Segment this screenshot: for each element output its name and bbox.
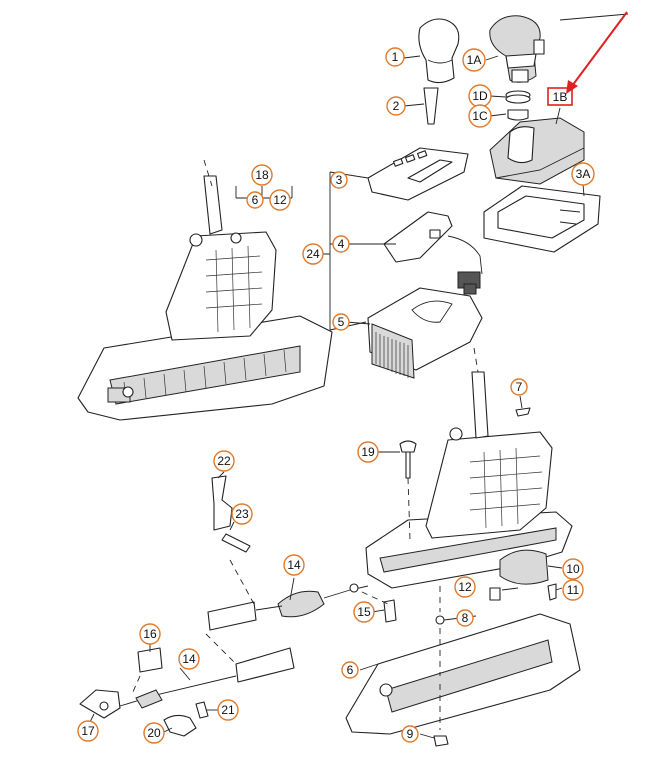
svg-text:1A: 1A (467, 53, 482, 67)
svg-text:14: 14 (287, 558, 301, 572)
trim-ring-1d (505, 90, 531, 104)
callout-19: 19 (357, 441, 379, 463)
svg-text:18: 18 (255, 168, 269, 182)
svg-text:16: 16 (143, 627, 157, 641)
callout-15: 15 (353, 601, 375, 623)
callout-12-lower: 12 (454, 576, 476, 598)
svg-text:21: 21 (221, 703, 235, 717)
svg-text:17: 17 (81, 724, 95, 738)
callout-6-upper: 6 (246, 191, 264, 209)
callout-3: 3 (330, 171, 348, 189)
callout-9: 9 (401, 725, 419, 743)
callout-6-lower: 6 (341, 661, 359, 679)
svg-text:10: 10 (566, 562, 580, 576)
svg-text:3: 3 (336, 173, 343, 187)
svg-text:24: 24 (306, 247, 320, 261)
cable-end-17 (79, 689, 121, 719)
insert-1c (507, 109, 529, 121)
svg-text:4: 4 (338, 237, 345, 251)
callout-1c: 1C (468, 104, 492, 128)
bracket-20 (163, 714, 197, 737)
callout-16: 16 (139, 623, 161, 645)
svg-text:1: 1 (392, 50, 399, 64)
svg-text:3A: 3A (576, 167, 591, 181)
cable-upper-14 (207, 583, 369, 631)
svg-text:6: 6 (252, 193, 259, 207)
svg-text:8: 8 (462, 611, 469, 625)
housing-cover-5 (367, 283, 483, 379)
callout-1a: 1A (462, 48, 486, 72)
sleeve-2 (423, 87, 439, 125)
svg-text:1D: 1D (472, 89, 488, 103)
callout-3a: 3A (571, 162, 595, 186)
callout-4: 4 (332, 235, 350, 253)
svg-text:22: 22 (217, 454, 231, 468)
svg-text:1C: 1C (472, 109, 488, 123)
clip-16 (137, 647, 163, 673)
leader-lines (87, 13, 629, 739)
callout-11: 11 (562, 579, 584, 601)
callout-8: 8 (456, 609, 474, 627)
shift-knob-1 (418, 18, 460, 84)
svg-text:23: 23 (235, 507, 249, 521)
trim-frame-3a (483, 185, 601, 253)
callout-14-lower: 14 (178, 648, 200, 670)
svg-text:14: 14 (182, 652, 196, 666)
svg-text:6: 6 (347, 663, 354, 677)
callout-10: 10 (562, 558, 584, 580)
housing-base-6 (345, 613, 581, 735)
callout-23: 23 (231, 503, 253, 525)
selector-lever-assembly-lower (365, 371, 573, 589)
svg-text:12: 12 (458, 580, 472, 594)
shift-knob-1a (489, 15, 545, 83)
svg-text:9: 9 (407, 727, 414, 741)
callout-18: 18 (251, 164, 273, 186)
svg-text:1B: 1B (553, 90, 568, 104)
svg-text:12: 12 (273, 193, 287, 207)
svg-text:7: 7 (516, 380, 523, 394)
svg-text:20: 20 (147, 726, 161, 740)
callout-12-upper: 12 (269, 189, 291, 211)
bolt-21 (195, 701, 209, 719)
callout-5: 5 (332, 313, 350, 331)
svg-text:11: 11 (567, 583, 580, 597)
callout-14-upper: 14 (283, 554, 305, 576)
svg-text:15: 15 (357, 605, 371, 619)
callout-1b-highlighted: 1B (547, 87, 573, 106)
selector-indicator-4 (383, 211, 483, 289)
svg-text:19: 19 (361, 445, 375, 459)
selector-lever-assembly-upper (77, 175, 333, 421)
bolt-23 (221, 533, 251, 553)
cover-plate-3 (367, 147, 469, 201)
callout-20: 20 (143, 722, 165, 744)
highlight-arrow (566, 11, 628, 94)
callout-1d: 1D (468, 84, 492, 108)
cable-lower-14 (119, 647, 295, 709)
bracket-22 (211, 475, 233, 531)
svg-text:2: 2 (393, 99, 400, 113)
small-parts-lower-right (383, 407, 557, 747)
callout-1: 1 (385, 47, 405, 67)
svg-text:5: 5 (338, 315, 345, 329)
callout-2: 2 (386, 96, 406, 116)
boot-1b (489, 117, 585, 185)
callout-24: 24 (302, 243, 324, 265)
callout-7: 7 (510, 378, 528, 396)
callout-21: 21 (217, 699, 239, 721)
callout-17: 17 (77, 720, 99, 742)
callout-22: 22 (213, 450, 235, 472)
